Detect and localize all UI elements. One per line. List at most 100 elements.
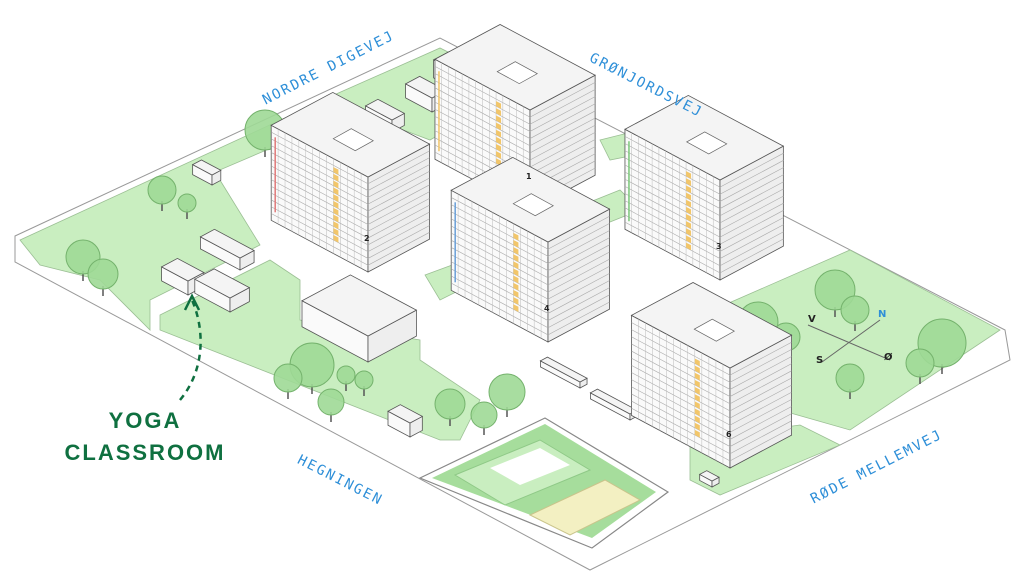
accent-window — [694, 422, 700, 431]
floor-line — [547, 301, 610, 336]
accent-window — [496, 151, 502, 159]
callout-arrowhead — [183, 293, 201, 311]
floor-line — [547, 237, 610, 271]
floor-line — [729, 427, 792, 462]
roof-structure — [686, 131, 728, 155]
building-3-number: 3 — [716, 242, 722, 251]
floor-line — [719, 174, 784, 209]
building-4-number: 4 — [544, 304, 550, 313]
callout-arrow — [179, 299, 202, 401]
floor-line — [547, 265, 610, 300]
accent-window — [686, 178, 692, 186]
accent-window — [686, 192, 692, 201]
building-roof — [193, 268, 251, 299]
tree-icon — [840, 295, 870, 325]
small-house-south — [387, 404, 424, 438]
building-roof — [698, 470, 720, 482]
compass-north: N — [878, 309, 887, 320]
accent-window — [694, 387, 700, 395]
floor-line — [367, 150, 430, 185]
floor-line — [729, 341, 792, 376]
floor-line — [529, 110, 596, 146]
floor-line — [729, 370, 792, 404]
floor-line — [529, 96, 596, 132]
buildings-layer — [160, 24, 793, 488]
accent-window — [496, 136, 502, 145]
accent-window — [333, 207, 339, 216]
accent-window — [513, 247, 519, 255]
floor-line — [547, 294, 610, 328]
yoga-classroom-callout: YOGA CLASSROOM — [55, 405, 235, 469]
building-roof — [160, 257, 205, 282]
accent-window — [686, 235, 692, 244]
accent-window — [686, 228, 692, 236]
accent-window — [686, 221, 692, 229]
building-roof — [191, 159, 222, 176]
compass-east: Ø — [884, 352, 893, 363]
accent-window — [694, 415, 700, 424]
building-roof — [301, 274, 418, 337]
floor-line — [367, 204, 430, 239]
floor-line — [719, 224, 784, 259]
building-3 — [624, 94, 785, 281]
accent-window — [333, 201, 339, 209]
house-west-3 — [199, 228, 255, 271]
accent-window — [686, 171, 692, 179]
floor-line — [529, 117, 596, 154]
building-roof — [199, 228, 255, 259]
floor-line — [729, 363, 792, 397]
accent-window — [513, 261, 519, 270]
roof-structure — [332, 128, 374, 152]
tree-icon — [488, 373, 526, 411]
tree-icon — [434, 388, 466, 420]
floor-line — [719, 203, 784, 238]
accent-window — [333, 187, 339, 196]
floor-line — [367, 177, 430, 212]
accent-window — [513, 304, 519, 312]
accent-window — [496, 122, 502, 131]
track-infield — [490, 448, 570, 485]
building-1-number: 1 — [526, 172, 532, 181]
accent-window — [333, 214, 339, 223]
floor-line — [729, 406, 792, 440]
floor-line — [729, 391, 792, 426]
accent-window — [694, 429, 700, 438]
floor-line — [547, 280, 610, 314]
accent-window — [694, 365, 700, 374]
accent-window — [333, 234, 339, 243]
floor-line — [529, 103, 596, 139]
accent-window — [333, 194, 339, 202]
accent-window — [513, 232, 519, 241]
shed-west — [191, 159, 222, 186]
floor-line — [719, 238, 784, 274]
building-6-number: 6 — [726, 430, 732, 439]
accent-window — [686, 242, 692, 251]
accent-window — [513, 239, 519, 248]
floor-line — [719, 167, 784, 202]
accent-window — [694, 358, 700, 367]
accent-window — [496, 101, 502, 109]
roof-structure — [693, 318, 735, 342]
floor-line — [547, 223, 610, 257]
floor-line — [529, 132, 596, 168]
accent-window — [333, 180, 339, 189]
floor-line — [367, 232, 430, 266]
floor-line — [367, 170, 430, 205]
floor-line — [547, 251, 610, 286]
accent-window — [496, 115, 502, 124]
accent-window — [333, 167, 339, 175]
floor-line — [367, 198, 430, 232]
accent-window — [686, 206, 692, 215]
accent-window — [513, 282, 519, 291]
floor-line — [547, 244, 610, 278]
floor-line — [547, 258, 610, 293]
building-6 — [630, 282, 793, 469]
accent-window — [513, 254, 519, 262]
floor-line — [529, 139, 596, 175]
small-shed-south-east — [698, 470, 720, 488]
tree-icon — [87, 258, 119, 290]
gym-building — [301, 274, 418, 363]
tree-icon — [354, 370, 374, 390]
